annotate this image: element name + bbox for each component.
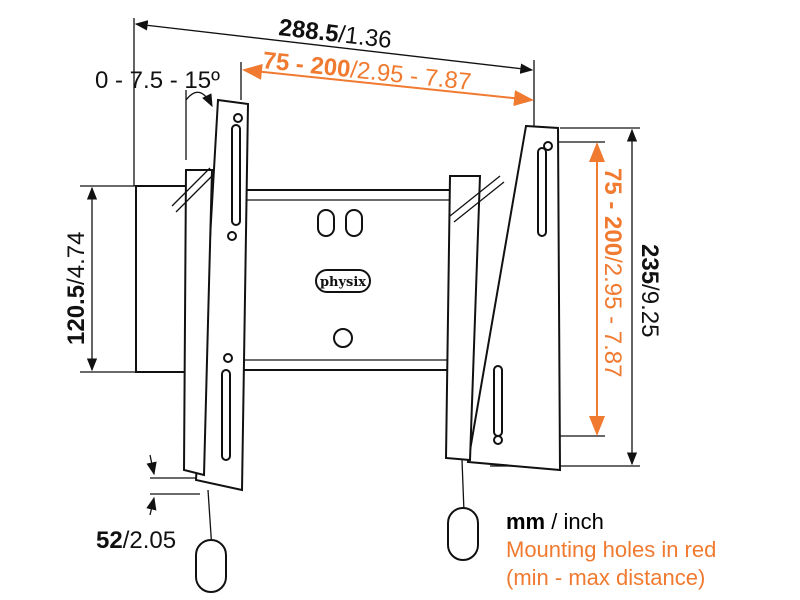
left-tag <box>195 539 227 593</box>
hole-horizontal-label: 75 - 200/2.95 - 7.87 <box>261 47 472 96</box>
tilt-arc <box>185 91 213 108</box>
hole-vertical-label: 75 - 200/2.95 - 7.87 <box>599 168 626 378</box>
right-tag <box>447 507 479 561</box>
physix-logo <box>315 269 371 293</box>
width-label: 288.5/1.36 <box>277 14 393 54</box>
legend: mm / inch Mounting holes in red (min - m… <box>506 508 716 592</box>
left-tilt-arm <box>171 98 250 593</box>
legend-units: mm / inch <box>506 509 604 534</box>
plate-height-label: 120.5/4.74 <box>63 232 90 345</box>
depth-label: 52/2.05 <box>96 527 176 554</box>
legend-line-2: (min - max distance) <box>506 565 706 590</box>
total-height-label: 235/9.25 <box>636 244 663 337</box>
right-tilt-arm <box>444 124 562 561</box>
width-dimension-line <box>134 20 534 74</box>
legend-line-1: Mounting holes in red <box>506 537 717 562</box>
svg-text:physix: physix <box>320 275 366 290</box>
tilt-label: 0 - 7.5 - 15º <box>95 67 220 94</box>
hole-horizontal-dimension-line <box>242 63 534 107</box>
